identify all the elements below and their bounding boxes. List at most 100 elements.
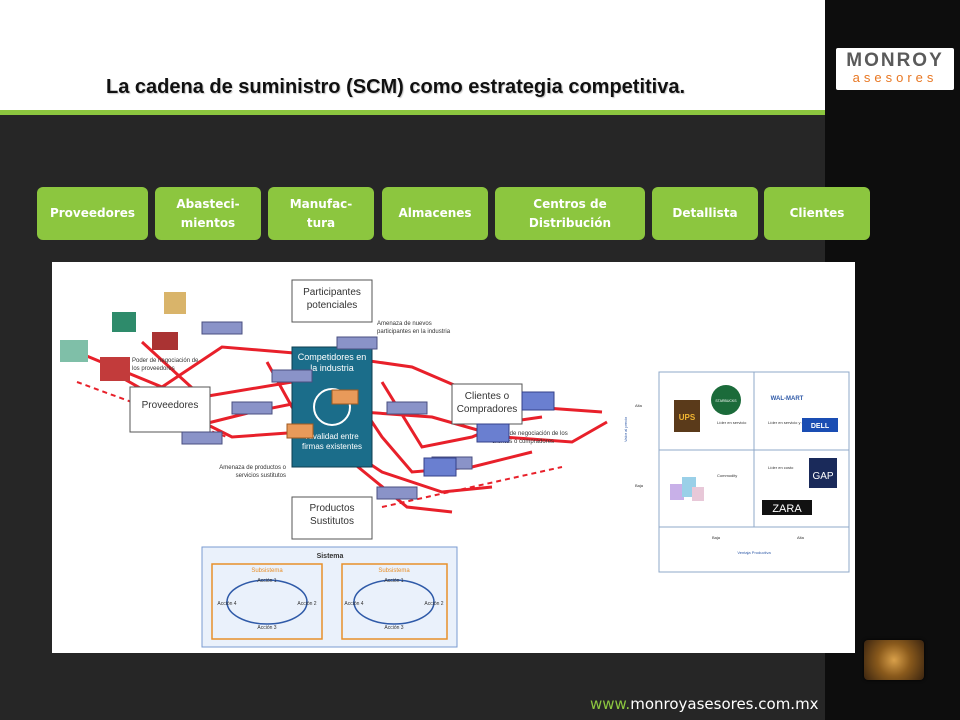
matrix-q2: Líder en servicio y costo (768, 420, 812, 425)
factory-icon (164, 292, 186, 314)
truck-icon (376, 486, 418, 500)
fo-amenaza-nuevos: Amenaza de nuevos participantes en la in… (377, 321, 451, 335)
fo-proveedores: Proveedores (141, 400, 199, 411)
matrix-y-high: Alta (635, 403, 643, 408)
rivalry-cycle-icon (313, 388, 351, 426)
accion3-left: Acción 3 (257, 625, 276, 631)
fo-competidores: Competidores en la industria (297, 352, 367, 373)
cycle-left-icon (226, 579, 308, 625)
website-url[interactable]: www.monroyasesores.com.mx (590, 695, 819, 713)
brand-ups: UPS (679, 413, 696, 422)
fo-productos: Productos Sustitutos (309, 503, 355, 527)
slide-title: La cadena de suministro (SCM) como estra… (106, 76, 686, 98)
stage-proveedores: Proveedores (37, 187, 148, 240)
stage-clientes: Clientes (764, 187, 870, 240)
matrix-y-axis: Valor al precio (623, 416, 628, 442)
website-www: www. (590, 695, 631, 713)
store-icons (423, 391, 555, 477)
subsistema-left-box (211, 563, 323, 640)
brand-walmart: WAL-MART (771, 396, 804, 402)
fo-poder-proveedores: Poder de negociación de los proveedores (132, 358, 199, 372)
stage-abastecimientos: Abasteci- mientos (155, 187, 261, 240)
fo-participantes: Participantes potenciales (303, 287, 361, 311)
supply-chain-diagram: Participantes potenciales Competidores e… (52, 262, 855, 653)
truck-icon (181, 431, 223, 445)
subsistema-right-label: Subsistema (378, 568, 410, 574)
competidores-text: Competidores en la industria (297, 352, 367, 373)
commodity-products-icon (670, 477, 704, 501)
accion2-right: Acción 2 (424, 601, 443, 607)
warehouse-icon (286, 423, 314, 439)
logo-line2: asesores (852, 70, 938, 85)
store-icon (423, 457, 457, 477)
subsistema-left-label: Subsistema (251, 568, 283, 574)
gap-logo-icon (809, 458, 837, 488)
box-participantes (291, 279, 373, 323)
stage-detallista: Detallista (652, 187, 758, 240)
ups-logo-icon (674, 400, 700, 432)
truck-icon (201, 321, 243, 335)
compass-icon (864, 640, 924, 680)
fo-amenaza-sustitutos: Amenaza de productos o servicios sustitu… (219, 465, 286, 479)
brand-gap: GAP (812, 471, 833, 482)
box-productos (291, 496, 373, 540)
brand-zara: ZARA (772, 503, 802, 515)
factory-icon (152, 332, 178, 350)
brand-dell: DELL (811, 423, 830, 430)
proveedores-text: Proveedores (141, 400, 199, 411)
participantes-text: Participantes potenciales (303, 287, 361, 311)
matrix-x-low: Baja (712, 535, 721, 540)
sistema-title: Sistema (317, 553, 344, 560)
productos-text: Productos Sustitutos (309, 503, 355, 527)
starbucks-logo-icon (711, 385, 741, 415)
factory-icon (112, 312, 136, 332)
matrix-q3: Commodity (717, 473, 737, 478)
box-sistema (201, 546, 458, 648)
accion3-right: Acción 3 (384, 625, 403, 631)
accion4-left: Acción 4 (217, 601, 236, 607)
factory-icon (100, 357, 130, 381)
factory-icon (60, 340, 88, 362)
truck-icon (386, 401, 428, 415)
factory-icons (60, 292, 186, 381)
warehouse-icons (286, 389, 359, 439)
box-competidores (291, 346, 373, 468)
matrix-y-low: Baja (635, 483, 644, 488)
note-poder-proveedores: Poder de negociación de los proveedores (132, 358, 199, 372)
box-clientes (451, 383, 523, 425)
fo-rivalidad: Rivalidad entre firmas existentes (301, 432, 363, 451)
fo-clientes: Clientes o Compradores (456, 391, 518, 415)
stage-manufactura: Manufac- tura (268, 187, 374, 240)
logo-line1: MONROY (846, 50, 944, 71)
note-amenaza-sustitutos: Amenaza de productos o servicios sustitu… (219, 465, 286, 479)
stage-almacenes: Almacenes (382, 187, 488, 240)
dell-logo-icon (802, 418, 838, 432)
brand-starbucks: STARBUCKS (715, 399, 737, 403)
matrix-x-axis: Ventaja Productiva (737, 550, 771, 555)
accion4-right: Acción 4 (344, 601, 363, 607)
truck-icon (231, 401, 273, 415)
fo-poder-clientes: Poder de negociación de los clientes o c… (492, 431, 568, 445)
rivalidad-text: Rivalidad entre firmas existentes (301, 432, 363, 451)
truck-icon (336, 336, 378, 350)
truck-icon (271, 369, 313, 383)
matrix-x-high: Alta (797, 535, 805, 540)
website-domain: monroyasesores.com.mx (630, 695, 819, 713)
accion2-left: Acción 2 (297, 601, 316, 607)
accion1-left: Acción 1 (257, 578, 276, 584)
dashed-lines (76, 381, 563, 508)
cycle-right-icon (353, 579, 435, 625)
diagram-svg: Participantes potenciales Competidores e… (60, 279, 850, 648)
note-amenaza-nuevos: Amenaza de nuevos participantes en la in… (377, 321, 451, 335)
note-poder-clientes: Poder de negociación de los clientes o c… (492, 431, 568, 445)
matrix-q1: Líder en servicio (717, 420, 747, 425)
header-divider (0, 110, 825, 115)
clientes-text: Clientes o Compradores (456, 391, 518, 415)
stage-centros-distribucion: Centros de Distribución (495, 187, 645, 240)
truck-icons (181, 321, 473, 500)
zara-logo-icon (762, 500, 812, 515)
matrix-q4: Líder en costo (768, 465, 794, 470)
warehouse-icon (331, 389, 359, 405)
company-logo: MONROY asesores (836, 48, 954, 90)
header-band (0, 0, 825, 110)
